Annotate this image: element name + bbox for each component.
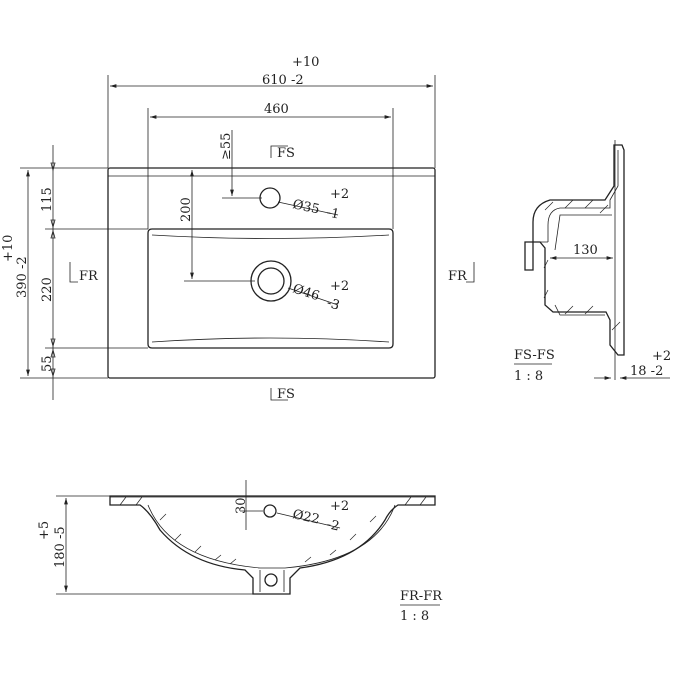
fs-profile — [524, 144, 625, 356]
drain-hole-tol-lower: -3 — [325, 296, 342, 314]
height-dim: 180 -5 — [53, 526, 68, 568]
height-tol-upper: +5 — [37, 521, 52, 540]
fs-scale: 1 : 8 — [514, 369, 543, 384]
basin-outline — [107, 167, 436, 379]
back-margin-dim: 115 — [40, 187, 55, 212]
section-marker-fr-left: FR — [79, 269, 99, 284]
fr-title: FR-FR — [400, 589, 443, 604]
drain-offset-dim: 200 — [179, 197, 194, 222]
width-dim: 610 -2 — [262, 73, 304, 88]
fs-title: FS-FS — [514, 348, 555, 363]
overflow-hole — [263, 504, 277, 518]
drain-hole-dia: Ø46 — [291, 282, 322, 305]
basin-depth-dim: 220 — [40, 277, 55, 302]
section-marker-fs-bottom: FS — [277, 387, 295, 402]
section-fs-view: 130 18 -2 +2 FS-FS 1 : 8 — [514, 140, 671, 384]
overflow-tol-upper: +2 — [330, 499, 349, 514]
rim-dim: 18 -2 — [630, 364, 663, 379]
depth-tol-upper: +10 — [1, 235, 16, 262]
fr-profile — [109, 495, 436, 595]
section-fr-view: 30 Ø22 +2 -2 180 -5 +5 FR-FR 1 : 8 — [37, 480, 443, 624]
tap-hole-dia: Ø35 — [291, 197, 321, 217]
rim-tol-upper: +2 — [652, 349, 671, 364]
fr-scale: 1 : 8 — [400, 609, 429, 624]
top-view: 610 -2 +10 460 ≥55 Ø35 +2 -1 Ø46 +2 -3 2… — [1, 55, 475, 402]
section-marker-fr-right: FR — [448, 269, 468, 284]
bowl-outline — [147, 228, 394, 349]
drain-hole — [250, 260, 292, 302]
section-marker-fs-top: FS — [277, 146, 295, 161]
front-margin-dim: 55 — [40, 355, 55, 372]
overflow-offset-dim: 30 — [234, 497, 249, 514]
tap-hole — [259, 187, 281, 209]
depth-dim: 390 -2 — [15, 256, 30, 298]
drain-hole-tol-upper: +2 — [330, 279, 349, 294]
overflow-hole-dia: Ø22 — [291, 507, 321, 527]
tap-hole-tol-lower: -1 — [325, 205, 341, 222]
overflow-tol-lower: -2 — [325, 517, 341, 534]
bowl-depth-dim: 130 — [573, 243, 598, 258]
width-tol-upper: +10 — [292, 55, 319, 70]
tap-hole-tol-upper: +2 — [330, 187, 349, 202]
basin-width-dim: 460 — [264, 102, 289, 117]
tap-offset-dim: ≥55 — [219, 133, 234, 160]
